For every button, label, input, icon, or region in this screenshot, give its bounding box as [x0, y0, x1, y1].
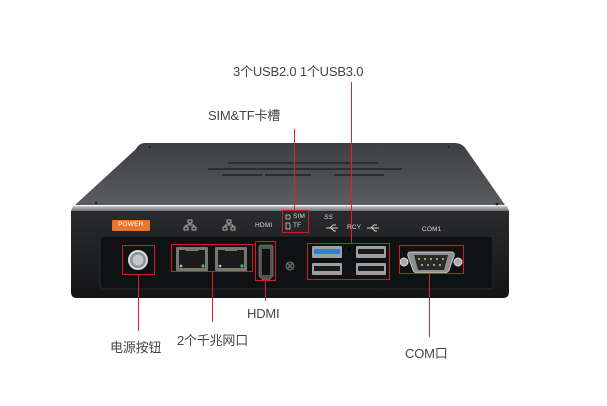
- power-callout-line: [138, 275, 139, 331]
- lan-ports-label: 2个千兆网口: [177, 333, 249, 348]
- power-button-highlight: [122, 245, 155, 275]
- hdmi-label: HDMI: [247, 306, 280, 321]
- com-port-highlight: [399, 245, 464, 274]
- usb-callout-line: [351, 82, 352, 243]
- hdmi-port-highlight: [255, 241, 276, 281]
- rcy-silkscreen: RCY: [347, 224, 362, 231]
- com1-silkscreen: COM1: [422, 226, 442, 233]
- hdmi-silkscreen: HDMI: [255, 222, 273, 229]
- sim-silkscreen: SIM: [293, 213, 306, 220]
- lan-ports-highlight: [171, 244, 253, 272]
- power-badge: [112, 220, 150, 231]
- hdmi-callout-line: [265, 281, 266, 301]
- usb-ports-label: 3个USB2.0 1个USB3.0: [233, 64, 364, 79]
- power-silkscreen: POWER: [118, 221, 144, 228]
- sim-tf-slot-label: SIM&TF卡槽: [208, 108, 281, 123]
- com-callout-line: [429, 274, 430, 337]
- com-port-label: COM口: [405, 346, 448, 361]
- sim-tf-callout-line: [294, 129, 295, 210]
- sim-tf-slot-highlight: [282, 210, 309, 233]
- usb-icon: [367, 225, 379, 231]
- network-icon: [184, 220, 196, 230]
- network-icon: [223, 220, 235, 230]
- lan-callout-line: [212, 272, 213, 322]
- usb-icon: [326, 225, 338, 231]
- power-button-label: 电源按钮: [110, 340, 162, 355]
- usb3-logo: SS: [324, 214, 334, 221]
- tf-silkscreen: TF: [293, 222, 302, 229]
- usb-ports-highlight: [307, 243, 390, 280]
- screw-icon: [286, 262, 294, 270]
